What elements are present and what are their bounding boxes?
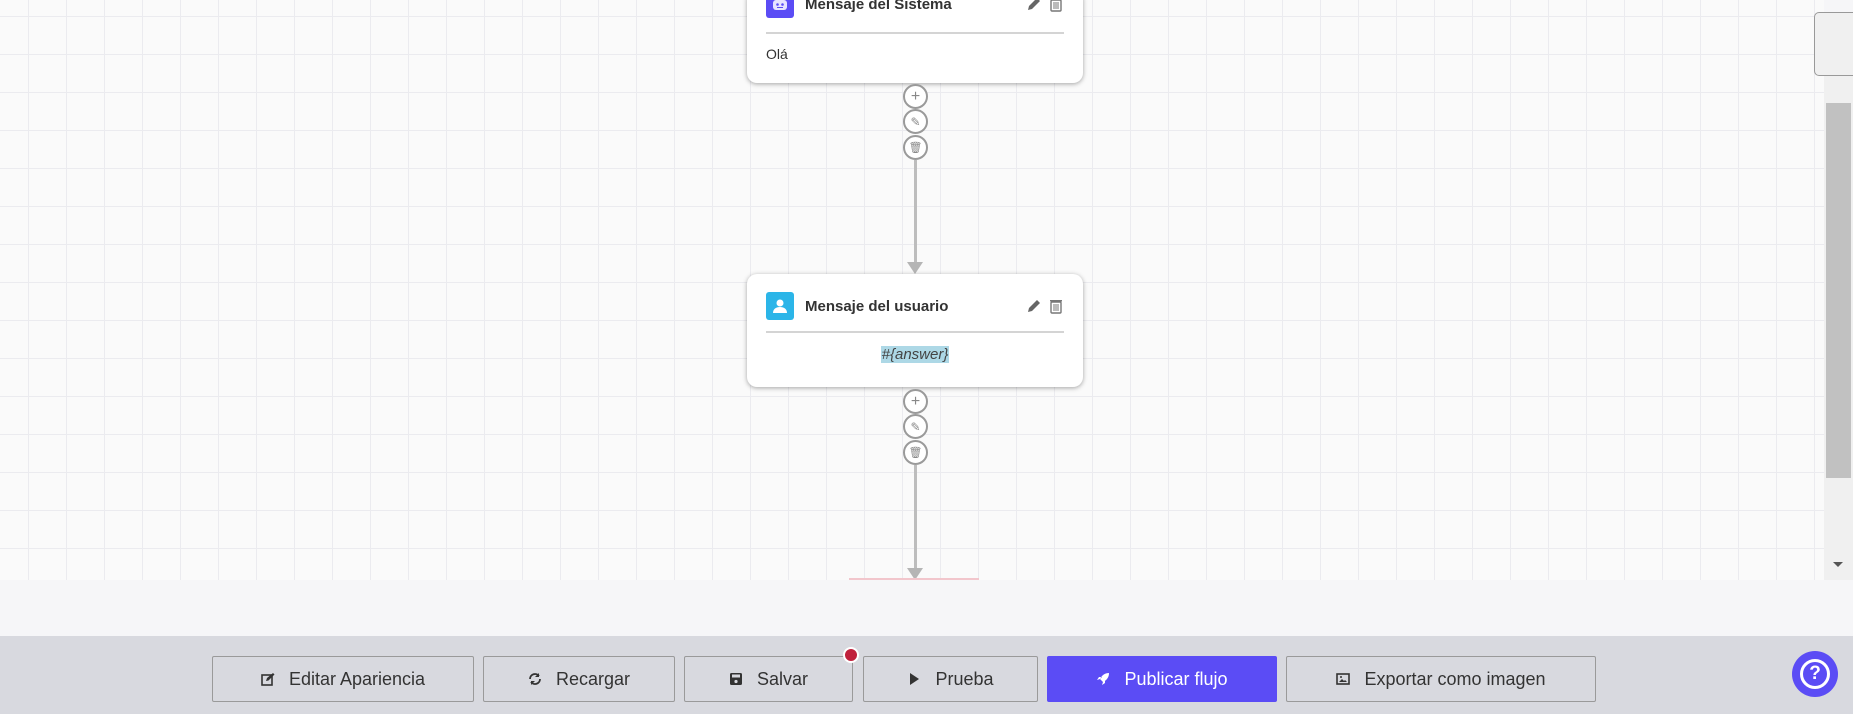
pencil-icon[interactable] — [1026, 0, 1042, 12]
edit-connection-button[interactable]: ✎ — [903, 414, 928, 439]
publish-flow-button[interactable]: Publicar flujo — [1047, 656, 1277, 702]
pencil-icon[interactable] — [1026, 298, 1042, 314]
minimap-box[interactable] — [1814, 12, 1853, 76]
delete-connection-button[interactable]: 🗑 — [903, 440, 928, 465]
flow-canvas[interactable]: Mensaje del Sistema Olá + ✎ 🗑 Mensaje de… — [0, 0, 1824, 580]
unsaved-indicator — [843, 647, 859, 663]
node-user-message[interactable]: Mensaje del usuario #{answer} — [747, 274, 1083, 387]
add-node-button[interactable]: + — [903, 84, 928, 109]
node-title: Mensaje del Sistema — [805, 0, 952, 13]
edit-appearance-button[interactable]: Editar Apariencia — [212, 656, 474, 702]
add-node-button[interactable]: + — [903, 389, 928, 414]
bottom-toolbar: Editar Apariencia Recargar Salvar Prueba… — [0, 636, 1853, 714]
node-system-message[interactable]: Mensaje del Sistema Olá — [747, 0, 1083, 83]
floppy-icon — [729, 673, 742, 685]
help-icon: ? — [1800, 659, 1830, 689]
export-image-button[interactable]: Exportar como imagen — [1286, 656, 1596, 702]
scrollbar[interactable] — [1824, 76, 1853, 580]
save-button[interactable]: Salvar — [684, 656, 853, 702]
node-content: Olá — [766, 46, 788, 62]
node-content: #{answer} — [880, 346, 950, 363]
next-node-edge[interactable] — [849, 578, 979, 580]
robot-icon — [766, 0, 794, 18]
test-button[interactable]: Prueba — [863, 656, 1038, 702]
delete-connection-button[interactable]: 🗑 — [903, 135, 928, 160]
scrollbar-thumb[interactable] — [1826, 103, 1851, 478]
trash-icon[interactable] — [1048, 0, 1064, 12]
refresh-icon — [529, 673, 541, 685]
edit-connection-button[interactable]: ✎ — [903, 109, 928, 134]
scroll-down-arrow[interactable] — [1833, 562, 1843, 567]
help-button[interactable]: ? — [1792, 651, 1838, 697]
trash-icon[interactable] — [1048, 298, 1064, 314]
node-title: Mensaje del usuario — [805, 297, 949, 315]
edit-icon — [261, 673, 275, 686]
rocket-icon — [1097, 673, 1110, 685]
play-icon — [910, 673, 920, 685]
image-icon — [1336, 673, 1351, 685]
reload-button[interactable]: Recargar — [483, 656, 675, 702]
user-icon — [766, 292, 794, 320]
